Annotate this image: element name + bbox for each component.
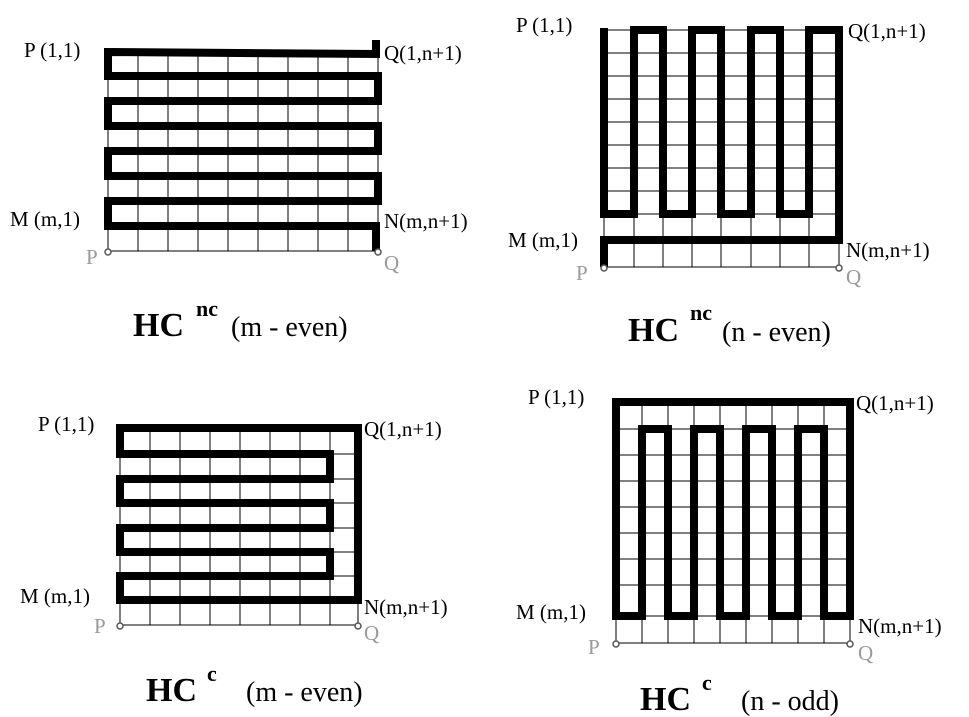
ghost-p-dot bbox=[116, 622, 124, 630]
grid-br bbox=[615, 401, 851, 644]
corner-label-q: Q(1,n+1) bbox=[364, 417, 442, 441]
panel-hc-nc-m-even: P (1,1) Q(1,n+1) M (m,1) N(m,n+1) P Q HC… bbox=[10, 38, 468, 344]
panel-hc-nc-n-even: P (1,1) Q(1,n+1) M (m,1) N(m,n+1) P Q HC… bbox=[508, 13, 930, 349]
corner-label-m: M (m,1) bbox=[10, 207, 80, 231]
caption-bl: HC c (m - even) bbox=[146, 661, 363, 709]
ghost-label-q: Q bbox=[858, 641, 873, 665]
caption-rest: (n - odd) bbox=[741, 686, 839, 717]
ghost-q-dot bbox=[846, 640, 854, 648]
caption-main: HC bbox=[133, 307, 184, 344]
corner-label-q: Q(1,n+1) bbox=[848, 19, 926, 43]
ghost-label-q: Q bbox=[384, 251, 399, 275]
caption-rest: (m - even) bbox=[246, 677, 363, 708]
corner-label-p: P (1,1) bbox=[516, 13, 572, 37]
caption-sup: nc bbox=[690, 300, 712, 325]
corner-label-m: M (m,1) bbox=[20, 584, 90, 608]
ghost-p-dot bbox=[104, 248, 112, 256]
caption-main: HC bbox=[146, 672, 197, 709]
corner-label-m: M (m,1) bbox=[516, 600, 586, 624]
panel-hc-c-n-odd: P (1,1) Q(1,n+1) M (m,1) N(m,n+1) P Q HC… bbox=[516, 385, 942, 717]
caption-br: HC c (n - odd) bbox=[640, 670, 839, 717]
corner-label-m: M (m,1) bbox=[508, 228, 578, 252]
panel-hc-c-m-even: P (1,1) Q(1,n+1) M (m,1) N(m,n+1) P Q HC… bbox=[20, 412, 448, 709]
caption-sup: nc bbox=[196, 296, 218, 321]
ghost-q-dot bbox=[835, 264, 843, 272]
corner-label-p: P (1,1) bbox=[528, 385, 584, 409]
ghost-label-p: P bbox=[86, 245, 98, 269]
ghost-q-dot bbox=[374, 248, 382, 256]
corner-label-p: P (1,1) bbox=[38, 412, 94, 436]
caption-tr: HC nc (n - even) bbox=[628, 300, 831, 349]
caption-rest: (m - even) bbox=[231, 312, 348, 343]
corner-label-n: N(m,n+1) bbox=[364, 595, 448, 619]
ghost-label-q: Q bbox=[846, 265, 861, 289]
caption-rest: (n - even) bbox=[722, 317, 831, 348]
ghost-label-p: P bbox=[94, 614, 106, 638]
hamiltonian-path-tl bbox=[104, 40, 382, 251]
corner-label-p: P (1,1) bbox=[24, 38, 80, 62]
ghost-label-p: P bbox=[576, 261, 588, 285]
caption-sup: c bbox=[702, 670, 712, 695]
ghost-p-dot bbox=[600, 264, 608, 272]
ghost-p-dot bbox=[612, 640, 620, 648]
corner-label-n: N(m,n+1) bbox=[858, 614, 942, 638]
caption-tl: HC nc (m - even) bbox=[133, 296, 348, 344]
corner-label-q: Q(1,n+1) bbox=[384, 41, 462, 65]
caption-sup: c bbox=[207, 661, 217, 686]
hamiltonian-path-tr bbox=[600, 26, 843, 267]
caption-main: HC bbox=[628, 312, 679, 349]
ghost-label-q: Q bbox=[364, 621, 379, 645]
corner-label-n: N(m,n+1) bbox=[846, 238, 930, 262]
hamiltonian-cycle-bl bbox=[116, 424, 362, 604]
corner-label-q: Q(1,n+1) bbox=[856, 391, 934, 415]
corner-label-n: N(m,n+1) bbox=[384, 209, 468, 233]
caption-main: HC bbox=[640, 681, 691, 717]
hamiltonian-cycle-br bbox=[612, 398, 854, 620]
ghost-q-dot bbox=[354, 622, 362, 630]
ghost-label-p: P bbox=[588, 635, 600, 659]
